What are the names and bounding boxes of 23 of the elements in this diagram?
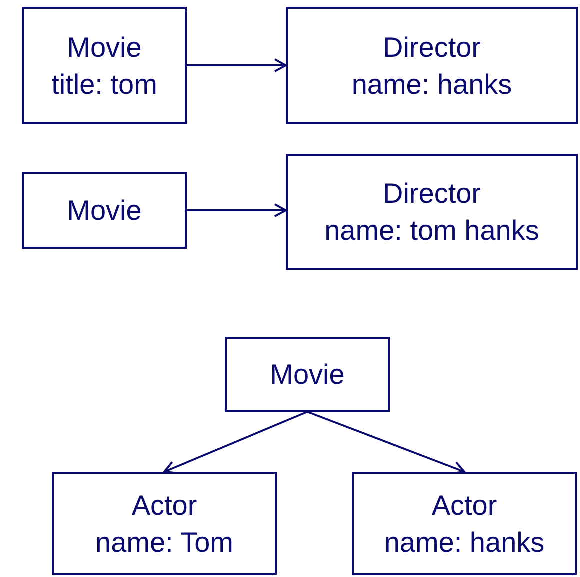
arrow xyxy=(187,204,287,218)
entity-name: Actor xyxy=(432,488,498,522)
entity-box xyxy=(22,172,187,249)
entity-box xyxy=(52,472,277,575)
arrow xyxy=(307,411,466,475)
entity-name: Movie xyxy=(67,194,142,228)
entity-box xyxy=(225,337,390,412)
entity-box xyxy=(352,472,577,575)
entity-box xyxy=(286,7,578,124)
entity-box xyxy=(22,7,187,124)
arrow xyxy=(164,411,308,474)
attribute-text: name: hanks xyxy=(352,68,512,102)
attribute-text: name: tom hanks xyxy=(324,214,540,248)
arrow xyxy=(187,58,287,72)
entity-name: Actor xyxy=(132,488,198,522)
attribute-text: name: Tom xyxy=(96,526,234,560)
attribute-text: title: tom xyxy=(52,68,158,102)
entity-name: Director xyxy=(382,177,481,211)
entity-name: Movie xyxy=(67,30,142,64)
entity-box xyxy=(286,154,578,270)
attribute-text: name: hanks xyxy=(384,526,545,560)
entity-name: Movie xyxy=(270,358,345,392)
entity-name: Director xyxy=(382,30,481,64)
